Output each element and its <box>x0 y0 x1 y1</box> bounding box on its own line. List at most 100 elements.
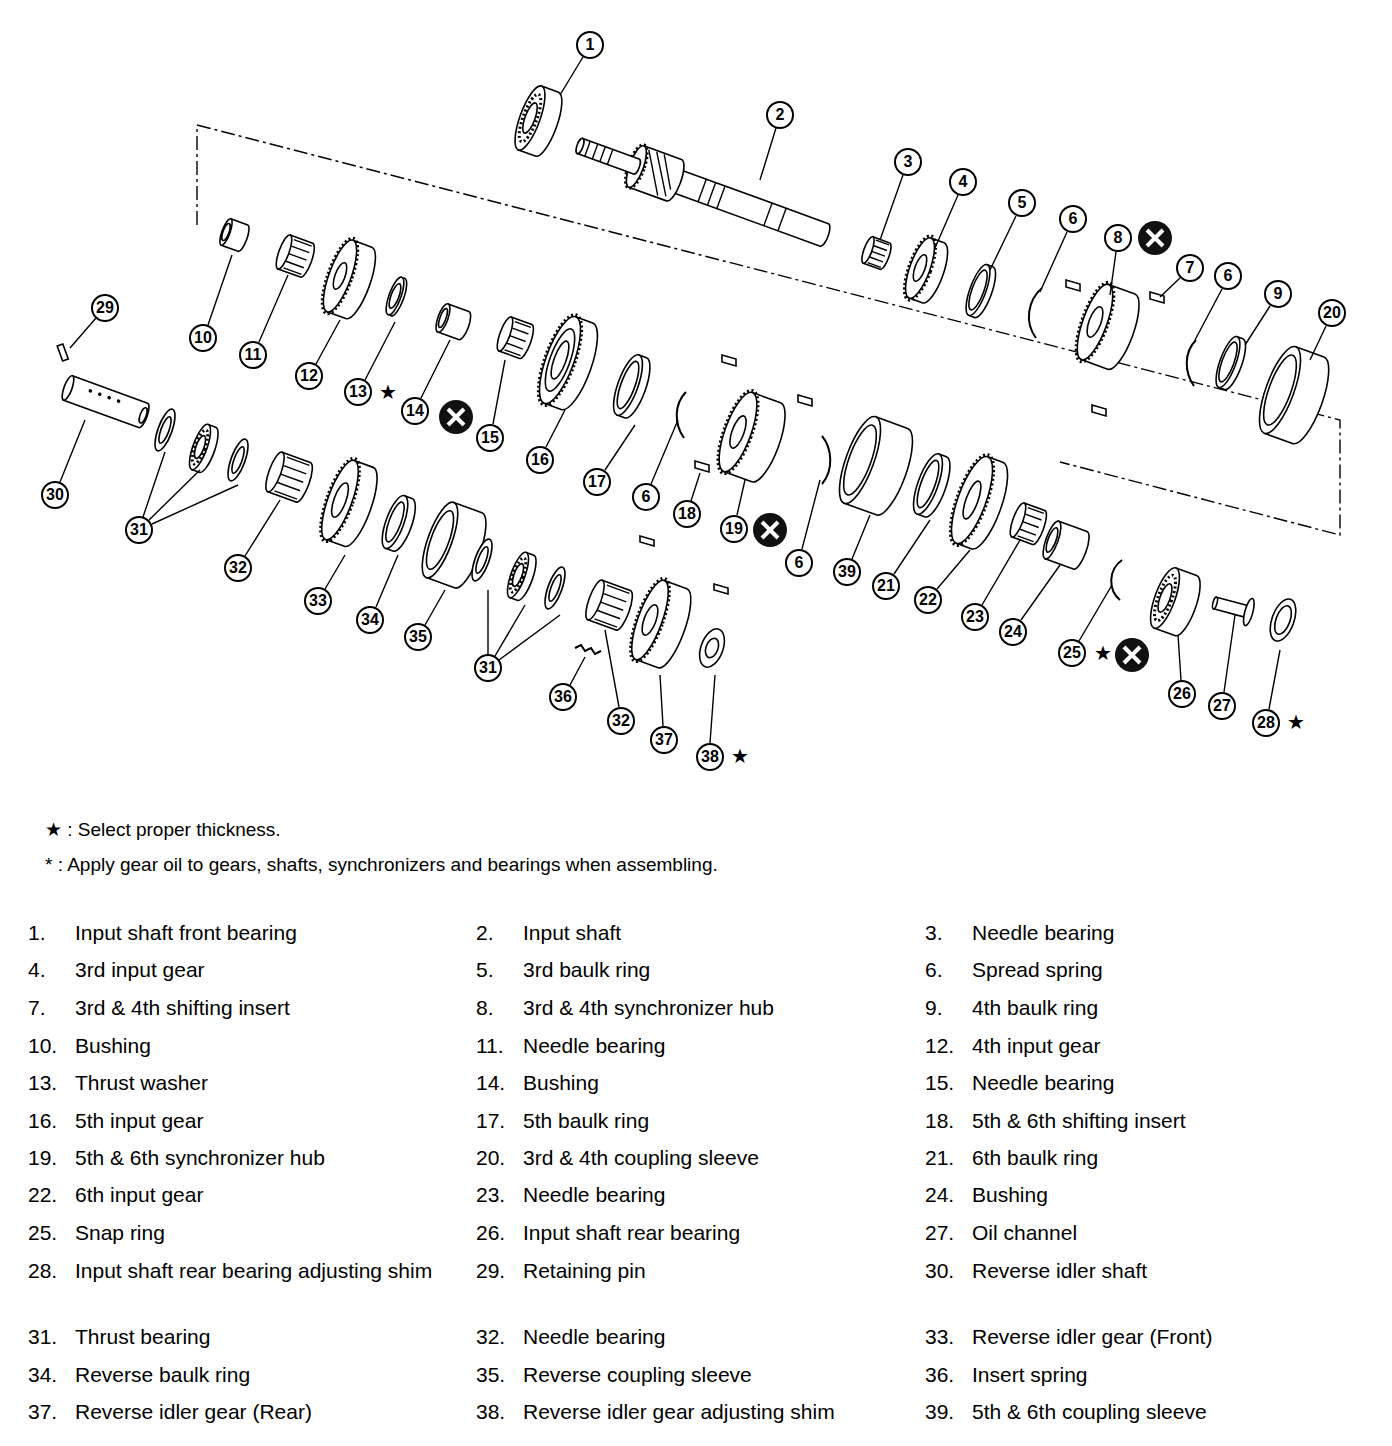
needle-bearing <box>262 450 316 504</box>
callout-circle: 31 <box>474 654 502 682</box>
baulk-ring <box>608 352 656 422</box>
part-name: Input shaft rear bearing <box>523 1219 740 1247</box>
thickness-star: ★ <box>731 744 749 768</box>
needle-bearing <box>859 235 876 264</box>
coupling-sleeve <box>837 421 883 498</box>
synchronizer-hub <box>1070 280 1120 363</box>
synchronizer-hub <box>711 388 764 476</box>
bushing <box>433 302 473 341</box>
part-number: 26. <box>476 1219 505 1247</box>
part-number: 18. <box>925 1107 954 1135</box>
part-name: Snap ring <box>75 1219 165 1247</box>
callout-number: 14 <box>406 402 424 420</box>
callout-number: 18 <box>678 505 696 523</box>
front-bearing <box>509 83 568 160</box>
gear <box>624 576 675 663</box>
callout-number: 11 <box>245 346 262 364</box>
rear-bearing <box>1145 565 1186 632</box>
callout-number: 33 <box>309 592 327 610</box>
needle-bearing <box>262 450 288 494</box>
synchronizer-hub <box>710 386 794 488</box>
gear <box>943 452 1001 548</box>
gear <box>328 481 352 519</box>
callout-circle: 16 <box>526 446 554 474</box>
coupling-sleeve <box>1251 342 1309 438</box>
callout-circle: 32 <box>607 707 635 735</box>
part-number: 23. <box>476 1181 505 1209</box>
thrust-bearing <box>503 550 540 603</box>
callout-circle: 6 <box>1214 262 1242 290</box>
callout-circle: 22 <box>914 586 942 614</box>
needle-bearing <box>1007 501 1029 538</box>
gear <box>623 574 699 673</box>
callout-circle: 11 <box>239 341 267 369</box>
callout-circle: 15 <box>476 424 504 452</box>
callout-circle: 3 <box>894 148 922 176</box>
shifting-insert <box>798 395 812 406</box>
thrust-washer <box>224 437 252 483</box>
callout-number: 28 <box>1257 714 1275 732</box>
adjusting-shim <box>695 625 729 670</box>
reverse-idler-shaft <box>88 389 93 394</box>
part-name: 5th & 6th coupling sleeve <box>972 1398 1207 1426</box>
part-number: 27. <box>925 1219 954 1247</box>
part-name: Needle bearing <box>523 1032 665 1060</box>
front-bearing <box>509 83 551 154</box>
part-number: 17. <box>476 1107 505 1135</box>
adjusting-shim <box>1265 596 1301 645</box>
front-bearing <box>520 101 540 134</box>
callout-circle: 30 <box>41 481 69 509</box>
callout-number: 22 <box>919 591 937 609</box>
part-name: Needle bearing <box>523 1323 665 1351</box>
part-number: 13. <box>28 1069 57 1097</box>
part-number: 29. <box>476 1257 505 1285</box>
spread-spring <box>822 436 830 484</box>
gear <box>313 454 385 552</box>
shifting-insert <box>722 355 736 366</box>
part-name: Bushing <box>523 1069 599 1097</box>
reverse-idler-shaft <box>107 395 112 400</box>
callout-circle: 13 <box>344 378 372 406</box>
shifting-insert <box>1092 405 1106 416</box>
thickness-star: ★ <box>1094 641 1112 665</box>
thrust-bearing <box>185 422 222 475</box>
callout-circle: 37 <box>650 726 678 754</box>
synchronizer-hub <box>727 414 750 450</box>
thrust-bearing <box>503 550 533 600</box>
shifting-insert <box>695 461 709 472</box>
part-name: 5th baulk ring <box>523 1107 649 1135</box>
part-number: 38. <box>476 1398 505 1426</box>
callout-number: 34 <box>361 611 379 629</box>
baulk-ring <box>1215 340 1241 384</box>
callout-number: 31 <box>479 659 497 677</box>
callout-number: 21 <box>877 577 895 595</box>
part-name: Reverse baulk ring <box>75 1361 250 1389</box>
callout-number: 19 <box>725 520 743 538</box>
callout-circle: 14 <box>401 397 429 425</box>
callout-number: 1 <box>586 36 595 54</box>
callout-number: 6 <box>1224 267 1233 285</box>
callout-circle: 32 <box>224 554 252 582</box>
baulk-ring <box>913 458 943 510</box>
note-text: ★ : Select proper thickness. <box>45 818 281 842</box>
thrust-washer <box>541 565 569 611</box>
shifting-insert <box>714 584 728 594</box>
input-shaft <box>585 141 613 164</box>
shifting-insert <box>640 536 654 546</box>
bushing <box>217 217 234 246</box>
callout-number: 37 <box>655 731 673 749</box>
part-number: 11. <box>476 1032 504 1060</box>
callout-circle: 33 <box>304 587 332 615</box>
thrust-washer <box>387 282 403 309</box>
input-shaft <box>635 149 681 199</box>
callout-circle: 10 <box>189 324 217 352</box>
callout-circle: 29 <box>91 294 119 322</box>
part-number: 10. <box>28 1032 57 1060</box>
callout-number: 9 <box>1274 285 1283 303</box>
spread-spring <box>677 392 686 438</box>
shifting-insert <box>1150 292 1164 303</box>
baulk-ring <box>1211 334 1245 390</box>
replace-mark <box>448 409 464 425</box>
part-number: 3. <box>925 919 943 947</box>
front-bearing <box>515 92 545 144</box>
